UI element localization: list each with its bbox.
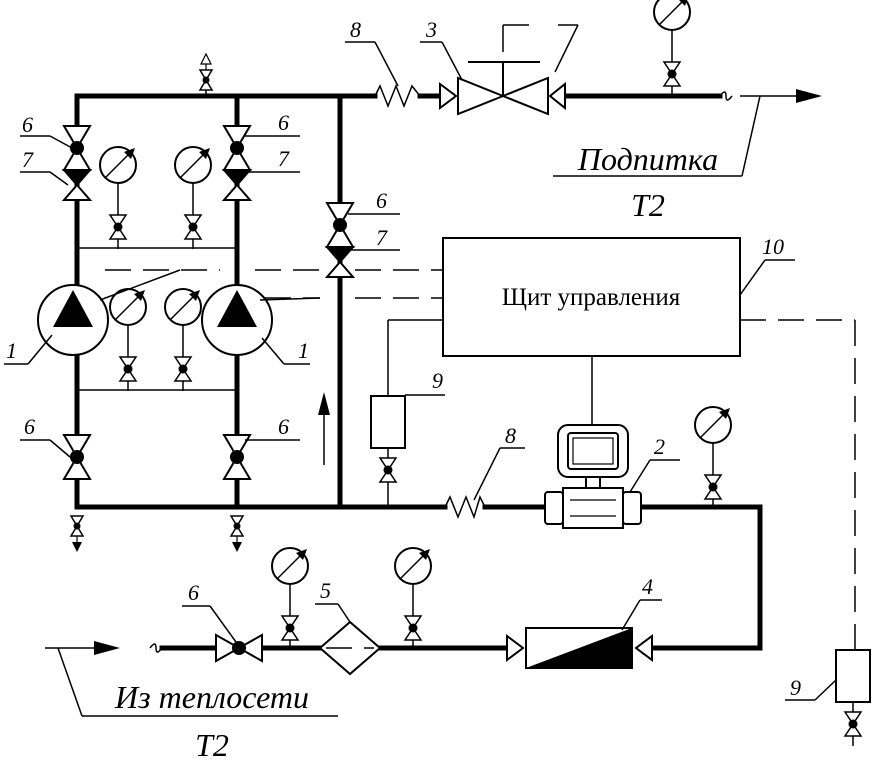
- gauge-4: [164, 288, 202, 392]
- callouts: 6 7 6 7 6 7 1 1 6 6 8 3: [4, 17, 837, 701]
- check-tr: [221, 169, 253, 201]
- svg-text:1: 1: [6, 338, 17, 363]
- gauge-top-right: [653, 0, 691, 97]
- svg-text:2: 2: [654, 434, 665, 459]
- valve-inlet: [215, 633, 263, 663]
- inlet-label: Из теплосети Т2: [57, 647, 338, 763]
- gauge-inlet-2: [394, 547, 432, 651]
- control-valve: [439, 24, 579, 116]
- gauge-1: [99, 146, 137, 250]
- control-panel: Щит управления: [442, 237, 741, 357]
- gauge-inlet-1: [271, 547, 309, 651]
- svg-text:9: 9: [790, 675, 801, 700]
- valve-tl: [62, 125, 92, 171]
- podpitka-label: Подпитка Т2: [553, 95, 761, 223]
- check-mid: [324, 246, 356, 278]
- gauge-meter-right: [694, 406, 732, 510]
- gauge-2: [174, 146, 212, 250]
- flow-meter: [544, 424, 642, 529]
- svg-text:7: 7: [278, 146, 290, 171]
- svg-text:5: 5: [320, 578, 331, 603]
- svg-text:6: 6: [278, 414, 289, 439]
- check-valve: [506, 627, 653, 669]
- svg-text:10: 10: [762, 234, 784, 259]
- podpitka-text: Подпитка: [577, 141, 718, 177]
- svg-text:6: 6: [376, 188, 387, 213]
- svg-text:1: 1: [298, 338, 309, 363]
- filter: [318, 620, 382, 676]
- branch-lines: [77, 247, 237, 391]
- signal-lines: [105, 269, 856, 650]
- svg-text:8: 8: [350, 17, 361, 42]
- podpitka-t2: Т2: [631, 187, 665, 223]
- svg-text:7: 7: [376, 225, 388, 250]
- svg-text:8: 8: [505, 423, 516, 448]
- flow-arrow: [318, 392, 330, 465]
- svg-text:9: 9: [432, 368, 443, 393]
- gauge-3: [109, 288, 147, 392]
- sensor-left: [370, 395, 406, 507]
- pump-right: [201, 284, 273, 356]
- svg-text:4: 4: [642, 574, 653, 599]
- svg-text:6: 6: [188, 580, 199, 605]
- pump-left: [37, 284, 109, 356]
- svg-text:3: 3: [425, 17, 437, 42]
- compensator-top: [374, 83, 421, 109]
- control-panel-label: Щит управления: [502, 284, 681, 311]
- valve-br: [222, 434, 252, 480]
- vent-valve-top: [198, 52, 214, 96]
- valve-mid: [325, 202, 355, 248]
- drain-valve-left: [69, 515, 85, 552]
- svg-text:7: 7: [22, 147, 34, 172]
- svg-text:6: 6: [24, 414, 35, 439]
- inlet-t2: Т2: [195, 727, 229, 763]
- inlet-text: Из теплосети: [114, 679, 309, 715]
- valve-tr: [222, 125, 252, 171]
- sensor-right: [835, 649, 871, 747]
- valve-bl: [62, 434, 92, 480]
- svg-text:6: 6: [22, 112, 33, 137]
- svg-text:6: 6: [278, 110, 289, 135]
- check-tl: [61, 169, 93, 201]
- drain-valve-right: [229, 515, 245, 552]
- compensator-bottom: [444, 494, 486, 520]
